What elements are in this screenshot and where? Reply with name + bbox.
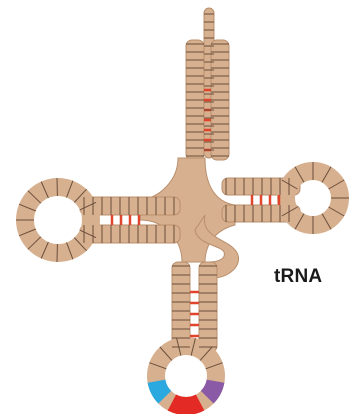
anticodon-base [207, 381, 215, 397]
anticodon-base [172, 403, 200, 407]
anticodon-base [157, 381, 165, 397]
trna-label: tRNA [274, 266, 322, 288]
